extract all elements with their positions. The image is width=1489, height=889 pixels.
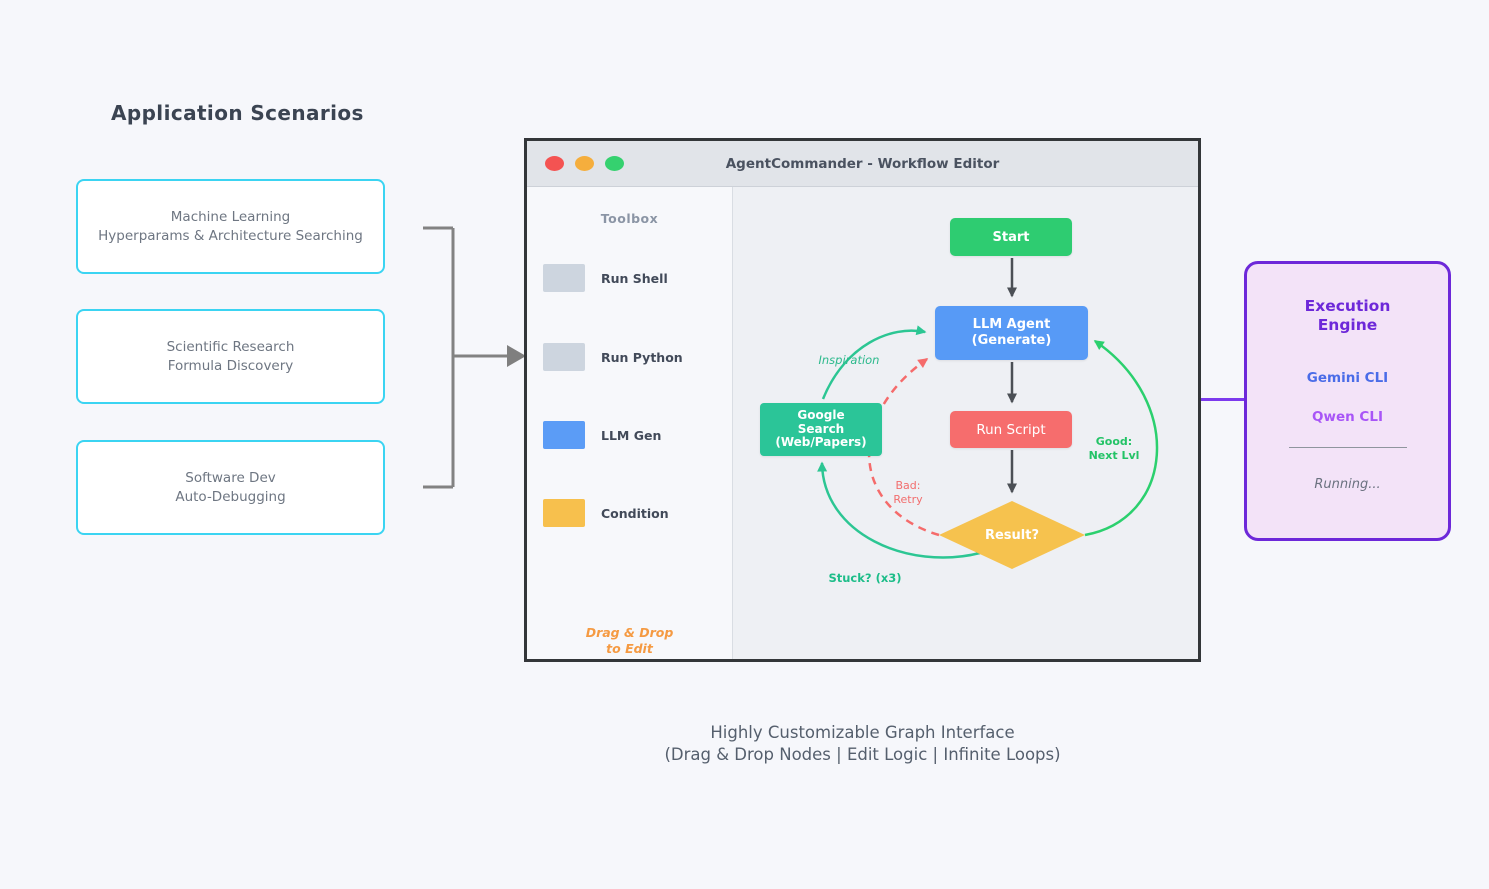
node-label: Google	[797, 407, 845, 422]
condition-swatch-icon	[543, 499, 585, 527]
llm-gen-swatch-icon	[543, 421, 585, 449]
caption-line: (Drag & Drop Nodes | Edit Logic | Infini…	[664, 744, 1061, 764]
edge-label-stuck: Stuck? (x3)	[828, 571, 902, 585]
edge-good-result-to-llm	[1084, 339, 1159, 537]
scenario-box-software-dev: Software Dev Auto-Debugging	[76, 440, 385, 535]
node-start[interactable]: Start	[950, 218, 1072, 256]
node-label: Result?	[984, 527, 1040, 543]
traffic-light-minimize-icon[interactable]	[575, 156, 594, 171]
node-label: Start	[992, 229, 1030, 245]
window-body: Toolbox Run Shell Run Python LLM Gen Con…	[527, 187, 1198, 659]
edge-bad-retry-result-to-llm	[867, 357, 940, 537]
node-label: LLM Agent	[972, 317, 1051, 333]
edge-label-line: Bad:	[895, 479, 921, 492]
window-title: AgentCommander - Workflow Editor	[725, 155, 1000, 172]
scenario-box-scientific-research: Scientific Research Formula Discovery	[76, 309, 385, 404]
window-controls	[545, 156, 624, 171]
node-label: (Generate)	[971, 333, 1052, 348]
edge-label-line: Retry	[893, 492, 923, 506]
engine-gemini-cli: Gemini CLI	[1306, 370, 1389, 387]
divider	[1288, 447, 1407, 449]
engine-status: Running...	[1314, 477, 1381, 493]
scenario-line: Machine Learning	[170, 209, 291, 226]
window-titlebar: AgentCommander - Workflow Editor	[527, 141, 1198, 187]
scenario-line: Software Dev	[185, 470, 276, 487]
toolbox-footer-line: to Edit	[606, 640, 653, 656]
workflow-editor-window: AgentCommander - Workflow Editor Toolbox…	[524, 138, 1201, 662]
traffic-light-maximize-icon[interactable]	[605, 156, 624, 171]
scenario-line: Scientific Research	[166, 339, 295, 356]
toolbox-footer-line: Drag & Drop	[585, 625, 674, 640]
scenario-line: Auto-Debugging	[175, 488, 286, 505]
toolbox-item-llm-gen[interactable]: LLM Gen	[543, 421, 661, 449]
edge-label-good: Good: Next Lvl	[1074, 435, 1154, 463]
scenario-line: Hyperparams & Architecture Searching	[98, 227, 363, 244]
run-shell-swatch-icon	[543, 264, 585, 292]
run-python-swatch-icon	[543, 343, 585, 371]
toolbox-item-label: LLM Gen	[601, 427, 662, 443]
toolbox-item-run-python[interactable]: Run Python	[543, 343, 683, 371]
toolbox-sidebar: Toolbox Run Shell Run Python LLM Gen Con…	[527, 187, 733, 659]
connector-lines	[423, 226, 507, 489]
workflow-edges	[817, 258, 1159, 559]
scenario-line: Formula Discovery	[167, 357, 294, 374]
edge-stuck-result-to-google	[817, 461, 981, 559]
caption-line: Highly Customizable Graph Interface	[710, 723, 1015, 742]
edge-label-line: Next Lvl	[1088, 448, 1140, 462]
toolbox-item-label: Condition	[601, 505, 669, 521]
scenario-box-machine-learning: Machine Learning Hyperparams & Architect…	[76, 179, 385, 274]
toolbox-item-label: Run Python	[601, 349, 683, 365]
figure-caption: Highly Customizable Graph Interface (Dra…	[524, 722, 1201, 766]
node-label: (Web/Papers)	[775, 435, 867, 450]
toolbox-footer-note: Drag & Drop to Edit	[527, 625, 732, 656]
toolbox-item-condition[interactable]: Condition	[543, 499, 669, 527]
node-llm-agent[interactable]: LLM Agent (Generate)	[935, 306, 1088, 360]
node-run-script[interactable]: Run Script	[950, 411, 1072, 448]
page-title: Application Scenarios	[111, 101, 364, 125]
execution-engine-panel: Execution Engine Gemini CLI Qwen CLI Run…	[1244, 261, 1451, 541]
execution-engine-title: Execution Engine	[1305, 297, 1391, 334]
engine-qwen-cli: Qwen CLI	[1312, 409, 1383, 426]
arrowhead-icon	[507, 345, 526, 367]
workflow-canvas[interactable]: Start LLM Agent (Generate) Run Script Go…	[733, 187, 1198, 659]
edge-label-bad: Bad: Retry	[878, 479, 938, 507]
window-to-engine-connector	[1201, 398, 1244, 401]
toolbox-header: Toolbox	[600, 211, 659, 226]
execution-engine-title-line: Execution	[1304, 297, 1391, 315]
edge-label-inspiration: Inspiration	[818, 353, 880, 367]
scenarios-to-window-connector	[423, 226, 526, 489]
traffic-light-close-icon[interactable]	[545, 156, 564, 171]
node-label: Search	[797, 421, 845, 436]
edge-label-line: Good:	[1095, 435, 1133, 448]
toolbox-item-run-shell[interactable]: Run Shell	[543, 264, 668, 292]
toolbox-item-label: Run Shell	[601, 270, 668, 286]
execution-engine-title-line: Engine	[1317, 315, 1378, 334]
edge-inspiration-google-to-llm	[821, 325, 927, 400]
node-google-search[interactable]: Google Search (Web/Papers)	[760, 403, 882, 456]
node-label: Run Script	[976, 421, 1046, 438]
